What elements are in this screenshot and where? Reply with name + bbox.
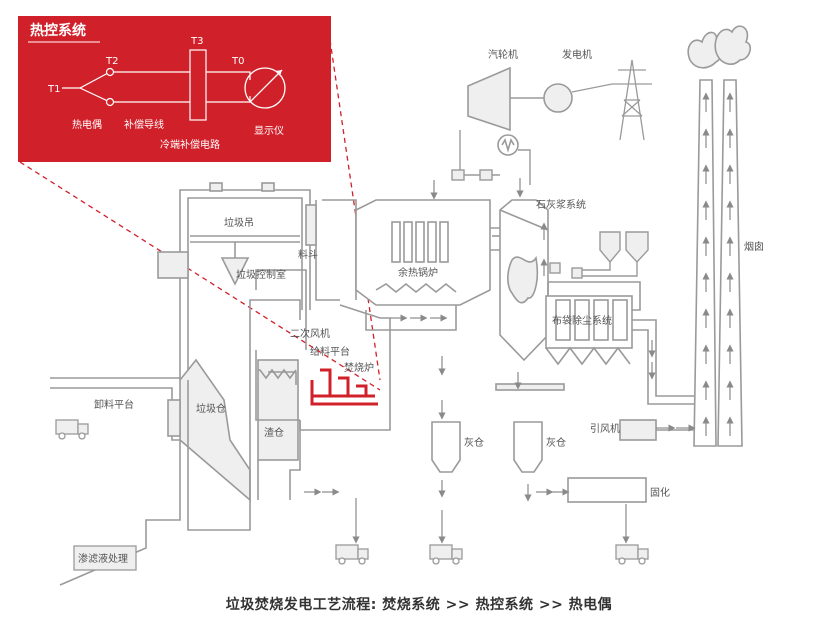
label-slag-bunker: 渣仓 (264, 426, 284, 439)
waste-bunker (50, 299, 301, 586)
label-chimney: 烟囱 (744, 240, 764, 253)
label-incinerator: 焚烧炉 (344, 361, 374, 374)
label-ash-bin-1: 灰仓 (464, 436, 484, 449)
label-secondary-fan: 二次风机 (290, 327, 330, 340)
label-lime-slurry: 石灰浆系统 (536, 198, 586, 211)
baghouse (545, 281, 641, 366)
display-meter-icon (244, 67, 286, 109)
inset-t0: T0 (231, 56, 244, 67)
waste-heat-boiler (355, 199, 510, 331)
leachate-box (73, 545, 137, 571)
inset-t3: T3 (190, 36, 203, 47)
inset-thermocouple: 热电偶 (72, 118, 102, 131)
turbine (467, 66, 519, 156)
generator (510, 83, 573, 113)
pylon (571, 59, 652, 141)
callout-line-right (329, 39, 381, 381)
inset-t2: T2 (105, 56, 118, 67)
reactor (492, 199, 549, 362)
thermal-control-inset (18, 16, 331, 162)
label-waste-heat-boiler: 余热锅炉 (398, 266, 438, 279)
callout-line-left (19, 161, 381, 391)
slag-bunker (257, 359, 301, 500)
label-waste-control-room: 垃圾控制室 (236, 268, 286, 281)
flow-arrows (304, 178, 696, 544)
inset-title: 热控系统 (30, 23, 86, 39)
inset-comp-wire: 补偿导线 (124, 118, 164, 131)
label-leachate: 渗滤液处理 (78, 552, 128, 565)
label-solidify: 固化 (650, 486, 670, 499)
truck-icons (55, 419, 649, 565)
ash-bins (431, 383, 647, 503)
flue-duct (619, 319, 700, 441)
bunker-building (157, 182, 311, 380)
label-turbine: 汽轮机 (488, 48, 518, 61)
incinerator-structure (255, 199, 391, 431)
label-feeding-platform: 给料平台 (310, 345, 350, 358)
lime-slurry-tanks (549, 231, 649, 279)
label-waste-bunker: 垃圾仓 (196, 402, 226, 415)
label-generator: 发电机 (562, 48, 592, 61)
label-unloading-platform: 卸料平台 (94, 398, 134, 411)
chimney (687, 25, 752, 447)
label-waste-crane: 垃圾吊 (224, 216, 254, 229)
inset-cold-junction: 冷端补偿电路 (160, 138, 220, 151)
diagram-caption: 垃圾焚烧发电工艺流程: 焚烧系统 >> 热控系统 >> 热电偶 (225, 597, 613, 613)
label-baghouse: 布袋除尘系统 (552, 314, 612, 327)
condenser-loop (451, 130, 531, 185)
chimney-flow-arrows (702, 92, 734, 436)
inset-display: 显示仪 (254, 125, 284, 137)
incinerator-grate (310, 368, 378, 406)
label-induced-fan: 引风机 (590, 422, 620, 435)
inset-t1: T1 (47, 84, 60, 95)
label-ash-bin-2: 灰仓 (546, 436, 566, 449)
label-hopper: 料斗 (298, 248, 318, 261)
